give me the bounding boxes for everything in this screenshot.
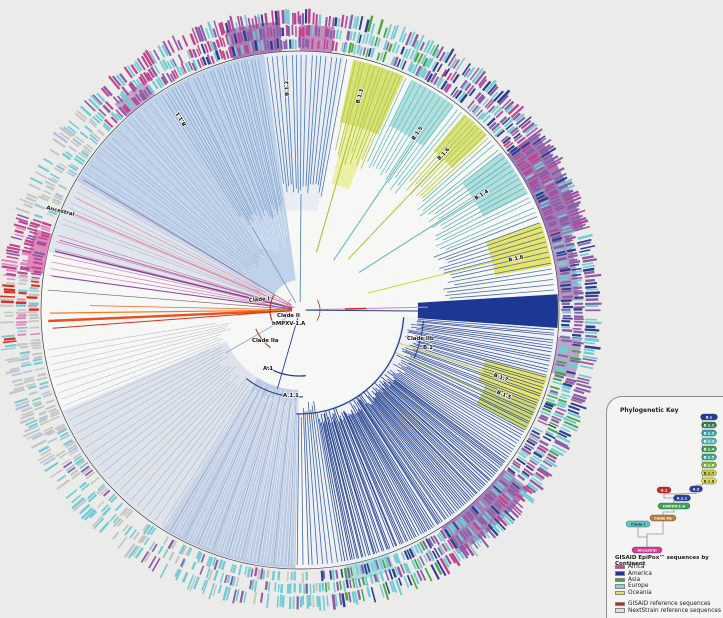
legend-label: GISAID reference sequences [628,601,711,608]
legend-row-gisaid-reference-sequences: GISAID reference sequences [615,601,721,607]
key-node-b-1-1: B.1.1 [701,421,717,429]
clade-label: Clade IIb [407,336,434,342]
svg-text:B.1.5: B.1.5 [704,456,715,460]
clade-label: Clade IIa [252,338,279,344]
legend-swatch [615,590,625,595]
key-node-b-1-4: B.1.4 [701,445,717,453]
clade-label: Clade II [277,313,300,319]
key-node-b-1-8: B.1.8 [701,477,717,485]
legend-title: GISAID EpiPox™ sequences by Continent [615,555,709,567]
key-node-hmpxv-1-a: hMPXV-1 A [657,502,691,510]
key-node-a-1: A.1 [656,486,672,494]
svg-text:B.1.6: B.1.6 [704,464,715,468]
key-node-a-2: A.2 [689,485,703,493]
lineage-label: B.1.3 [355,88,365,105]
key-tree: Ancestral Clade I Clade IIa hMPXV-1 A A.1A.1… [625,413,718,554]
legend-label: Africa [628,564,645,571]
svg-text:B.1.8: B.1.8 [704,480,715,484]
legend-row-africa: Africa [615,564,652,570]
legend-label: Asia [628,576,641,583]
legend-label: America [628,570,652,577]
legend-swatch [615,584,625,589]
key-node-b-1-3: B.1.3 [701,437,717,445]
legend-swatch [615,564,625,570]
branch-fans [48,54,555,566]
clade-label: hMPXV-1.A [272,321,306,327]
clade-label: A.1 [263,366,273,372]
outer-ring-ticks [0,8,602,611]
svg-text:A.1.1: A.1.1 [677,497,688,501]
legend-label: Oceania [628,589,652,596]
svg-text:hMPXV-1 A: hMPXV-1 A [663,505,685,509]
svg-text:B.1.4: B.1.4 [704,448,715,452]
key-node-ancestral: Ancestral [631,546,663,554]
svg-text:Ancestral: Ancestral [637,549,656,553]
key-node-clade-iia: Clade IIa [649,514,677,522]
svg-text:A.1: A.1 [661,489,668,493]
key-node-b-1-7: B.1.7 [701,469,717,477]
key-node-b-1-6: B.1.6 [701,461,717,469]
legend-label: NextStrain reference sequences [628,607,721,614]
legend-swatch [615,601,625,607]
clade-label: B.1 [423,345,433,351]
svg-text:Clade IIa: Clade IIa [654,517,672,521]
legend-row-asia: Asia [615,577,652,583]
key-node-b-1: B.1 [700,413,718,421]
svg-text:B.1.1: B.1.1 [704,424,715,428]
legend-row-europe: Europe [615,583,652,589]
svg-text:B.1: B.1 [706,416,713,420]
key-node-b-1-2: B.1.2 [701,429,717,437]
legend-swatch [615,577,625,583]
key-node-b-1-5: B.1.5 [701,453,717,461]
legend-label: Europe [628,583,649,590]
svg-text:Clade I: Clade I [631,523,645,527]
clade-arcs [246,294,424,415]
lineage-label: B.1.2 [284,80,291,96]
svg-text:B.1.2: B.1.2 [704,432,715,436]
reference-lines [47,122,495,393]
legend-swatch [615,608,625,613]
legend-row-america: America [615,570,652,577]
key-node-a-1-1: A.1.1 [673,494,691,502]
key-title: Phylogenetic Key [620,407,679,414]
legend-row-nextstrain-reference-sequences: NextStrain reference sequences [615,607,721,614]
clade-label: A.1.1 [283,393,299,399]
lineage-label: B.1.8 [508,254,524,263]
svg-text:B.1.3: B.1.3 [704,440,715,444]
legend-swatch [615,571,625,576]
clade-label: Clade I [249,296,270,304]
svg-text:A.2: A.2 [693,488,700,492]
key-node-clade-i: Clade I [625,520,651,528]
legend-row-oceania: Oceania [615,590,652,596]
svg-text:B.1.7: B.1.7 [704,472,715,476]
